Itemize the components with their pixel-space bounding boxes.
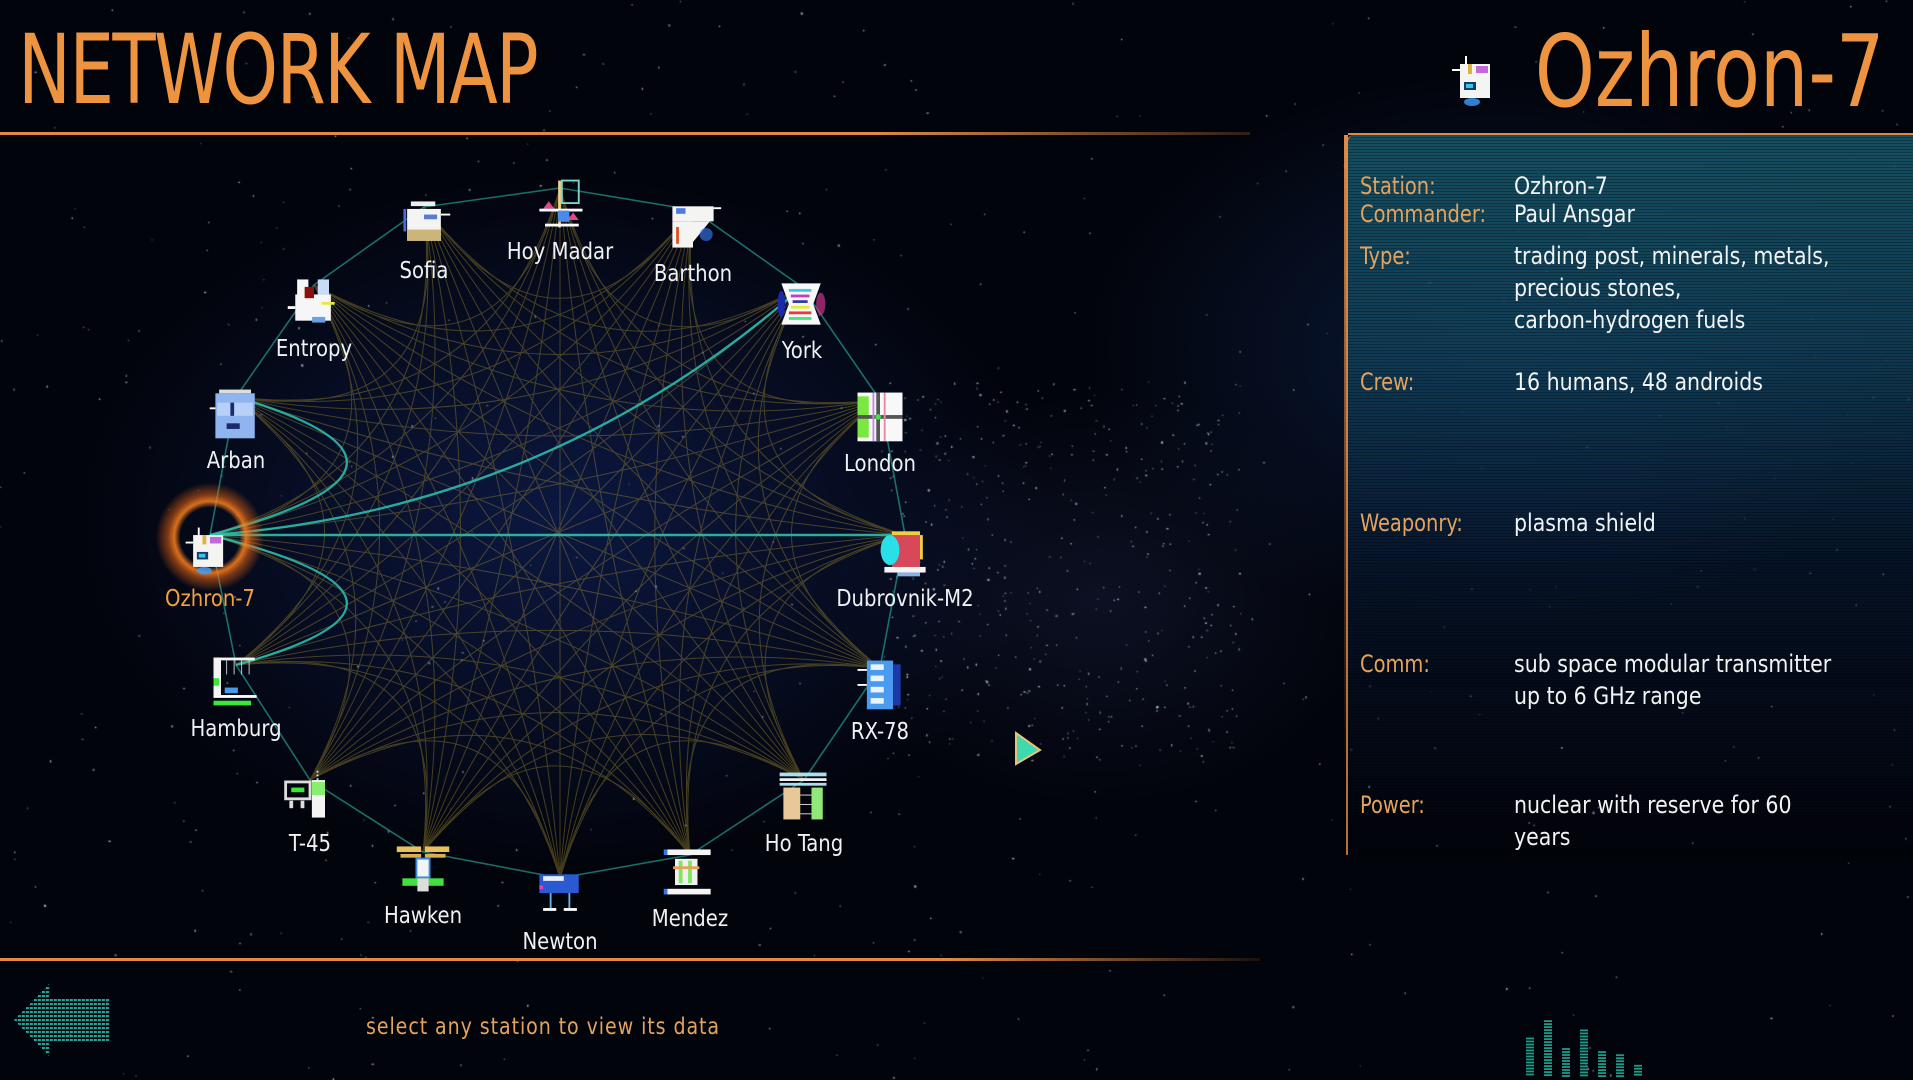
station-label: Hoy Madar bbox=[506, 239, 614, 265]
footer-divider bbox=[0, 958, 1260, 961]
station-dubrovnik-icon bbox=[880, 531, 926, 577]
info-field-value: Paul Ansgar bbox=[1514, 200, 1635, 228]
info-field-label: Station: bbox=[1360, 172, 1436, 200]
station-york[interactable]: York bbox=[727, 274, 877, 384]
station-newton[interactable]: Newton bbox=[485, 865, 635, 975]
station-rx78-icon bbox=[857, 660, 901, 710]
station-label: Entropy bbox=[275, 336, 353, 362]
station-london[interactable]: London bbox=[805, 387, 955, 497]
station-hamburg[interactable]: Hamburg bbox=[161, 652, 311, 762]
info-field-label: Commander: bbox=[1360, 200, 1487, 228]
instruction-text: select any station to view its data bbox=[366, 1014, 721, 1040]
station-hoy-madar-icon bbox=[539, 179, 583, 228]
station-entropy[interactable]: Entropy bbox=[239, 272, 389, 382]
station-label: London bbox=[843, 451, 917, 477]
station-label: Dubrovnik-M2 bbox=[836, 586, 974, 612]
station-ho-tang-icon bbox=[779, 772, 827, 820]
station-label: Ozhron-7 bbox=[165, 586, 255, 612]
selected-station-title: Ozhron-7 bbox=[1535, 13, 1885, 130]
info-field-value: 16 humans, 48 androids bbox=[1514, 368, 1763, 396]
info-field-value: nuclear with reserve for 60 years bbox=[1514, 791, 1792, 851]
audio-equalizer-icon bbox=[1526, 1020, 1642, 1078]
station-hoy-madar[interactable]: Hoy Madar bbox=[485, 175, 635, 285]
station-arban[interactable]: Arban bbox=[161, 384, 311, 494]
pointer-cursor-icon bbox=[1015, 731, 1042, 766]
info-field-label: Type: bbox=[1360, 242, 1411, 270]
station-rx-78[interactable]: RX-78 bbox=[805, 655, 955, 765]
station-t-45[interactable]: T-45 bbox=[235, 767, 385, 877]
info-field-label: Power: bbox=[1360, 791, 1425, 819]
station-entropy-icon bbox=[287, 279, 335, 323]
info-field-value: sub space modular transmitter up to 6 GH… bbox=[1514, 650, 1832, 710]
station-label: York bbox=[781, 338, 823, 364]
station-label: Ho Tang bbox=[764, 831, 844, 857]
header-divider bbox=[0, 132, 1250, 135]
station-mendez-icon bbox=[663, 849, 711, 895]
station-info-panel bbox=[1346, 135, 1913, 855]
station-label: Sofia bbox=[399, 258, 449, 284]
station-york-icon bbox=[777, 283, 826, 325]
station-label: Arban bbox=[206, 448, 266, 474]
station-mendez[interactable]: Mendez bbox=[615, 842, 765, 952]
back-arrow-icon[interactable] bbox=[10, 975, 110, 1065]
station-label: RX-78 bbox=[850, 719, 910, 745]
panel-edge bbox=[1344, 135, 1348, 775]
info-field-value: Ozhron-7 bbox=[1514, 172, 1608, 200]
info-field-label: Comm: bbox=[1360, 650, 1430, 678]
station-label: Hamburg bbox=[190, 716, 282, 742]
station-hawken[interactable]: Hawken bbox=[348, 839, 498, 949]
station-barthon[interactable]: Barthon bbox=[618, 197, 768, 307]
info-field-label: Weaponry: bbox=[1360, 509, 1463, 537]
selected-station-icon bbox=[1452, 56, 1490, 106]
info-field-value: trading post, minerals, metals, precious… bbox=[1514, 242, 1830, 334]
station-ozhron-icon bbox=[185, 527, 224, 575]
station-label: T-45 bbox=[288, 831, 332, 857]
station-ozhron-7[interactable]: Ozhron-7 bbox=[135, 482, 285, 632]
station-sofia-icon bbox=[403, 201, 451, 241]
station-hawken-icon bbox=[396, 846, 450, 892]
station-london-icon bbox=[857, 392, 903, 442]
station-label: Barthon bbox=[653, 261, 733, 287]
station-sofia[interactable]: Sofia bbox=[349, 194, 499, 304]
station-label: Hawken bbox=[383, 903, 463, 929]
station-dubrovnik-m2[interactable]: Dubrovnik-M2 bbox=[830, 522, 980, 632]
station-ho-tang[interactable]: Ho Tang bbox=[729, 767, 879, 877]
station-label: Newton bbox=[522, 929, 598, 955]
station-arban-icon bbox=[209, 389, 255, 439]
station-newton-icon bbox=[539, 874, 579, 911]
station-label: Mendez bbox=[651, 906, 729, 932]
page-title: NETWORK MAP bbox=[18, 14, 539, 126]
panel-top-divider bbox=[1348, 133, 1913, 135]
info-field-label: Crew: bbox=[1360, 368, 1415, 396]
station-barthon-icon bbox=[672, 206, 722, 248]
station-t45-icon bbox=[284, 770, 325, 818]
station-hamburg-icon bbox=[213, 657, 257, 706]
info-field-value: plasma shield bbox=[1514, 509, 1656, 537]
